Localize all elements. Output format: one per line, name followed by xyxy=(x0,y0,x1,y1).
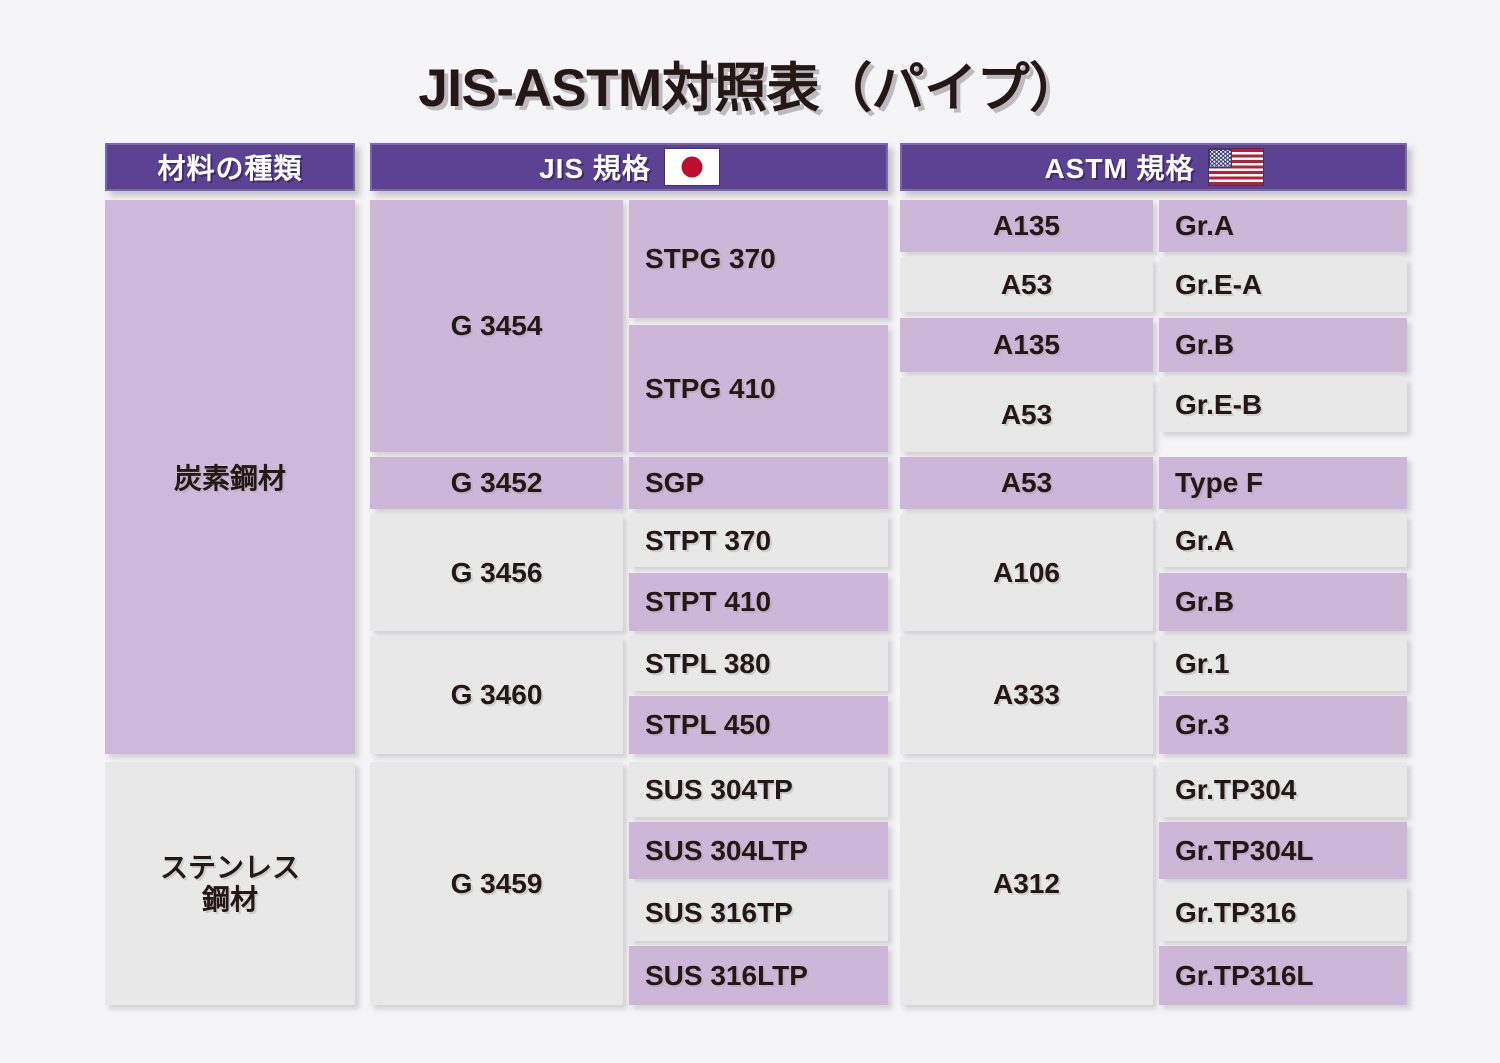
astm-grade-label: Gr.TP304 xyxy=(1175,773,1297,805)
jis-grade-label: STPT 410 xyxy=(645,586,772,617)
astm-grade-cell: Gr.1 xyxy=(1159,636,1407,691)
astm-grade-cell: Gr.B xyxy=(1159,573,1407,631)
jis-grade-label: STPL 450 xyxy=(645,709,771,740)
category-label: 炭素鋼材 xyxy=(173,463,286,494)
astm-standard-label: A135 xyxy=(993,210,1060,241)
header-jis: JIS 規格 xyxy=(370,143,888,191)
astm-standard-label: A53 xyxy=(1000,399,1053,430)
jis-grade-label: SGP xyxy=(645,467,705,498)
astm-grade-cell: Gr.TP316 xyxy=(1159,884,1407,941)
category-cell-carbon-steel: 炭素鋼材 xyxy=(105,200,355,754)
astm-grade-label: Gr.3 xyxy=(1175,709,1230,740)
astm-standard-label: A53 xyxy=(1000,467,1053,498)
jis-standard-cell: G 3460 xyxy=(370,636,623,754)
astm-grade-cell: Gr.TP304 xyxy=(1159,762,1407,817)
astm-grade-label: Gr.A xyxy=(1175,524,1235,556)
astm-standard-label: A333 xyxy=(993,679,1060,710)
astm-standard-label: A106 xyxy=(993,556,1060,588)
jis-grade-cell: SUS 316LTP xyxy=(629,946,888,1005)
astm-grade-cell: Gr.A xyxy=(1159,514,1407,567)
astm-standard-label: A312 xyxy=(993,867,1060,899)
header-astm-label: ASTM 規格 xyxy=(1044,153,1195,184)
astm-grade-cell: Gr.TP304L xyxy=(1159,822,1407,879)
jis-grade-label: SUS 304TP xyxy=(645,773,793,805)
jis-grade-cell: SUS 304LTP xyxy=(629,822,888,879)
jis-grade-cell: STPT 410 xyxy=(629,573,888,631)
astm-standard-cell: A135 xyxy=(900,200,1153,252)
category-cell-stainless-steel: ステンレス 鋼材 xyxy=(105,762,355,1005)
astm-grade-label: Gr.1 xyxy=(1175,647,1230,679)
astm-grade-label: Gr.E-B xyxy=(1175,389,1263,420)
jis-standard-label: G 3460 xyxy=(450,679,543,710)
astm-grade-cell: Gr.TP316L xyxy=(1159,946,1407,1005)
astm-standard-label: A135 xyxy=(993,329,1060,360)
page-title: JIS-ASTM対照表（パイプ） xyxy=(418,59,1082,118)
astm-standard-label: A53 xyxy=(1000,269,1053,300)
header-jis-label: JIS 規格 xyxy=(539,153,651,184)
astm-grade-cell: Gr.B xyxy=(1159,318,1407,372)
jis-standard-cell: G 3456 xyxy=(370,514,623,631)
astm-grade-cell: Gr.E-B xyxy=(1159,378,1407,432)
category-label-line1: ステンレス xyxy=(159,852,300,884)
jis-grade-label: SUS 316TP xyxy=(645,896,793,928)
jis-standard-label: G 3452 xyxy=(450,467,543,498)
jis-standard-label: G 3454 xyxy=(450,310,543,341)
comparison-table: 材料の種類 JIS 規格 ASTM 規格 炭素鋼材 ステンレス 鋼材 G 345… xyxy=(105,143,1407,1005)
jis-standard-cell: G 3459 xyxy=(370,762,623,1005)
japan-flag-icon xyxy=(664,149,719,185)
astm-grade-label: Type F xyxy=(1175,467,1264,498)
jis-grade-label: STPT 370 xyxy=(645,524,772,556)
astm-standard-cell: A312 xyxy=(900,762,1153,1005)
astm-grade-label: Gr.B xyxy=(1175,586,1235,617)
jis-grade-cell: STPT 370 xyxy=(629,514,888,567)
jis-grade-label: STPG 410 xyxy=(645,372,776,404)
jis-standard-label: G 3456 xyxy=(450,556,543,588)
astm-standard-cell: A106 xyxy=(900,514,1153,631)
astm-grade-label: Gr.B xyxy=(1175,329,1235,360)
jis-grade-cell: SGP xyxy=(629,457,888,509)
astm-grade-label: Gr.E-A xyxy=(1175,269,1263,300)
astm-standard-cell: A53 xyxy=(900,258,1153,312)
astm-grade-label: Gr.TP304L xyxy=(1175,834,1314,866)
jis-grade-cell: STPG 370 xyxy=(629,200,888,318)
header-astm: ASTM 規格 xyxy=(900,143,1407,191)
jis-grade-label: STPG 370 xyxy=(645,243,776,274)
jis-standard-cell: G 3454 xyxy=(370,200,623,452)
astm-grade-cell: Gr.E-A xyxy=(1159,258,1407,312)
astm-standard-cell: A333 xyxy=(900,636,1153,754)
jis-grade-cell: STPL 380 xyxy=(629,636,888,691)
astm-grade-cell: Gr.3 xyxy=(1159,696,1407,754)
header-material-type: 材料の種類 xyxy=(105,143,355,191)
header-material-type-label: 材料の種類 xyxy=(157,153,303,184)
jis-grade-cell: SUS 304TP xyxy=(629,762,888,817)
category-label-line2: 鋼材 xyxy=(201,883,258,915)
usa-flag-icon xyxy=(1208,149,1263,185)
astm-grade-cell: Gr.A xyxy=(1159,200,1407,252)
astm-grade-label: Gr.TP316 xyxy=(1175,896,1297,928)
astm-standard-cell: A53 xyxy=(900,457,1153,509)
astm-standard-cell: A135 xyxy=(900,318,1153,372)
jis-grade-cell: STPG 410 xyxy=(629,325,888,452)
jis-standard-label: G 3459 xyxy=(450,867,543,899)
astm-standard-cell: A53 xyxy=(900,378,1153,452)
jis-grade-label: SUS 304LTP xyxy=(645,834,808,866)
jis-grade-label: STPL 380 xyxy=(645,647,771,679)
jis-standard-cell: G 3452 xyxy=(370,457,623,509)
astm-grade-cell: Type F xyxy=(1159,457,1407,509)
jis-grade-label: SUS 316LTP xyxy=(645,959,808,991)
astm-grade-label: Gr.A xyxy=(1175,210,1235,241)
jis-grade-cell: SUS 316TP xyxy=(629,884,888,941)
astm-grade-label: Gr.TP316L xyxy=(1175,959,1314,991)
jis-grade-cell: STPL 450 xyxy=(629,696,888,754)
